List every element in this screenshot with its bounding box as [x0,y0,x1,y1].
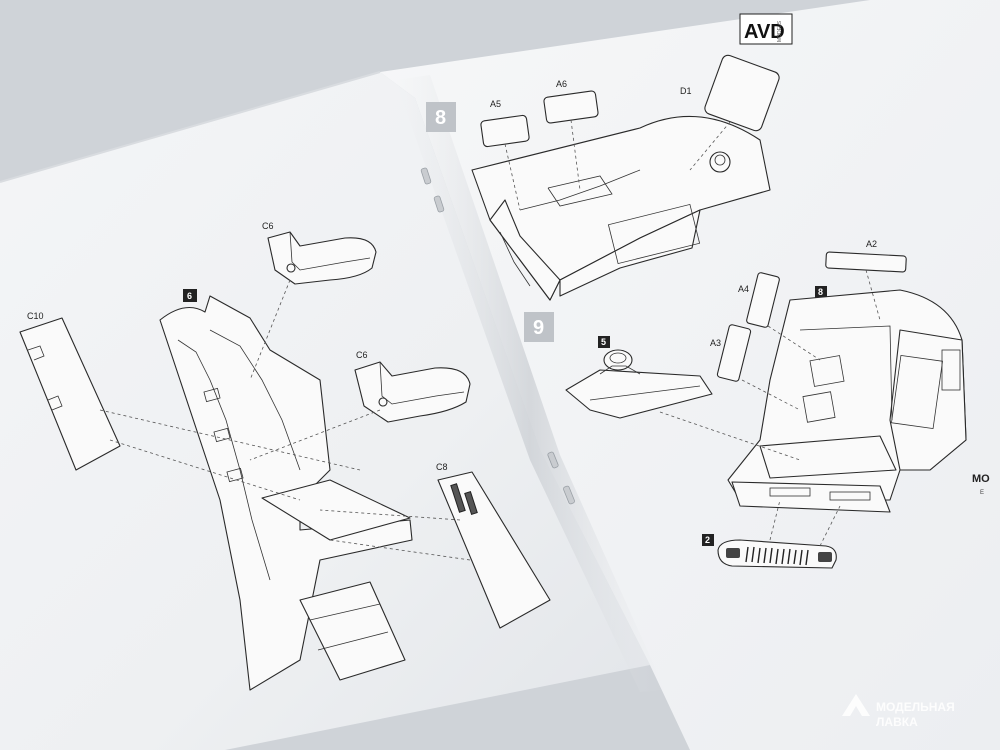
ref-5-number: 5 [601,337,606,347]
watermark-line-2: ЛАВКА [876,715,918,729]
label-a4: A4 [738,284,749,294]
logo-subtext: MODELS [777,20,783,42]
step-8-guide-lines [504,119,731,211]
staple-bottom [547,451,575,505]
watermark: МОДЕЛЬНАЯ ЛАВКА [842,694,955,729]
step-6-number: 6 [187,291,192,301]
part-5-assembly [565,349,713,419]
label-a2: A2 [866,239,877,249]
watermark-line-1: МОДЕЛЬНАЯ [876,700,955,714]
ref-2-number: 2 [705,535,710,545]
avd-logo: AVD MODELS [739,13,793,45]
step-9-badge: 9 [524,312,554,342]
part-c8 [437,471,551,629]
logo-text: AVD [744,21,785,43]
label-c10: C10 [27,311,44,321]
step-8-number: 8 [435,107,446,129]
part-a1 [704,54,780,132]
part-a5 [480,114,530,148]
watermark-logo-icon [842,694,870,716]
step-9-ref-8-badge: 8 [815,286,827,298]
part-a4 [746,272,780,328]
label-a3: A3 [710,338,721,348]
step-9-ref-2-badge: 2 [702,534,714,546]
part-a6 [543,90,599,124]
step-9-number: 9 [533,317,544,339]
label-a5: A5 [490,99,501,109]
part-c6-mid [354,361,471,423]
step-8-badge: 8 [426,102,456,132]
edge-brand-subtext: E [980,490,984,496]
part-c6-top [267,231,377,285]
label-c6-top: C6 [262,221,274,231]
step-9-ref-5-badge: 5 [598,336,610,348]
staple-top [420,167,445,213]
part-c10 [19,317,121,471]
part-a2 [825,251,907,273]
label-d1: D1 [680,86,692,96]
part-main-frame [159,295,413,691]
ref-8-number: 8 [818,287,823,297]
part-a3 [716,324,752,382]
label-a6: A6 [556,79,567,89]
page-gutter [395,75,665,692]
step-6-badge: 6 [183,289,197,302]
label-c6-mid: C6 [356,350,368,360]
part-body-assembly [727,289,967,513]
left-guide-lines [99,279,471,561]
step-9-guide-lines [659,269,881,547]
label-c8: C8 [436,462,448,472]
part-2-grille [717,539,837,569]
part-d1-body [471,115,771,301]
edge-brand-text: MO [972,473,990,485]
